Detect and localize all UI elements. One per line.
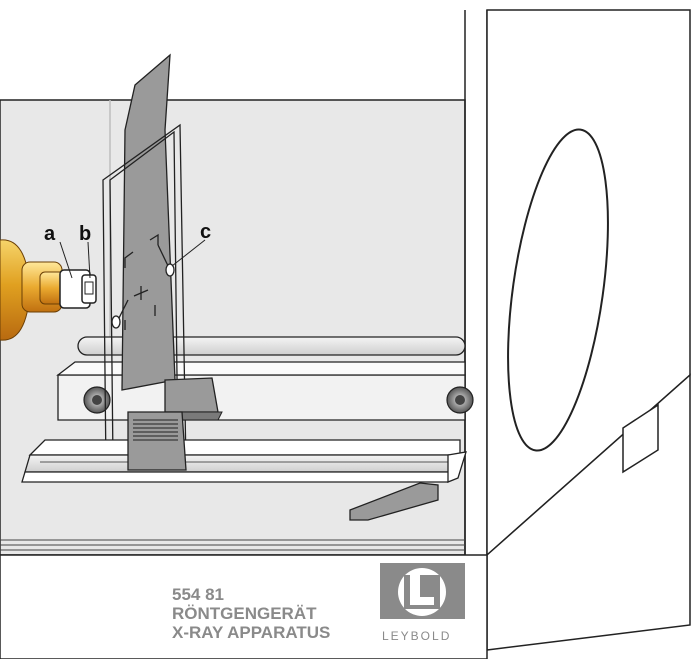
label-a: a <box>44 223 56 245</box>
label-b: b <box>79 223 91 245</box>
nameplate-de: RÖNTGENGERÄT <box>172 604 317 623</box>
label-c: c <box>200 221 211 243</box>
slider-front <box>128 412 186 470</box>
nameplate-model: 554 81 <box>172 585 224 604</box>
slider-back <box>165 378 218 412</box>
logo-brand: LEYBOLD <box>382 629 451 643</box>
chamber-interior <box>0 100 465 555</box>
collimator <box>60 270 96 308</box>
nameplate-en: X-RAY APPARATUS <box>172 623 330 642</box>
optical-bench <box>22 440 466 482</box>
guide-rod <box>58 337 465 420</box>
screen-flap <box>122 55 175 390</box>
